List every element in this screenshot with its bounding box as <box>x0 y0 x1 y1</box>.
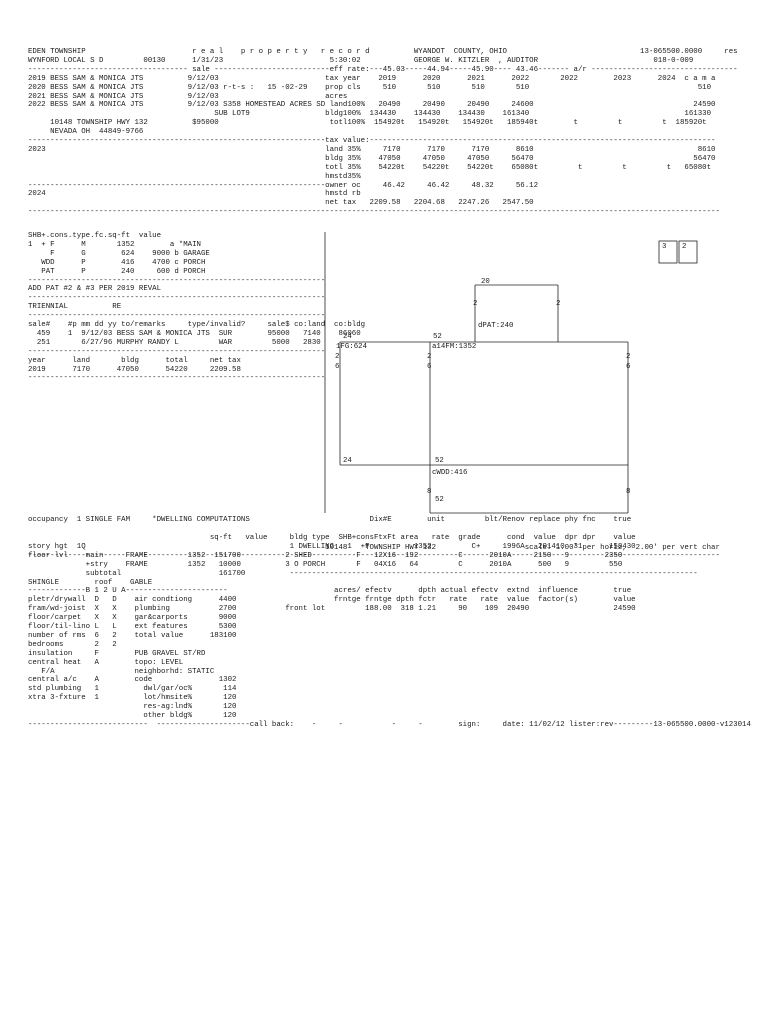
report-line: 251 6/27/96 MURPHY RANDY L WAR 5000 2830 <box>28 338 321 347</box>
report-line: 459 1 9/12/03 BESS SAM & MONICA JTS SUR … <box>28 329 361 338</box>
report-line: hmstd35% <box>28 172 361 181</box>
report-line: ADD PAT #2 & #3 PER 2019 REVAL <box>28 285 162 294</box>
report-line: 10148 TOWNSHIP HWY 132 scale: 1.00' per … <box>28 543 720 552</box>
report-line: TRIENNIAL RE <box>28 303 122 312</box>
report-line: 2024 hmstd rb <box>28 190 361 199</box>
report-line: central heat A topo: LEVEL <box>28 658 184 667</box>
sketch-bottom-width-b: 52 <box>435 457 444 465</box>
report-line: number of rms 6 2 total value 183100 <box>28 631 237 640</box>
report-line: 2022 BESS SAM & MONICA JTS 9/12/03 S358 … <box>28 101 716 110</box>
sketch-far-right-top: 2 <box>626 353 631 361</box>
report-line: ----------------------------------------… <box>28 552 720 561</box>
sketch-deck-width: 52 <box>435 496 444 504</box>
sketch-deck-height: 8 <box>427 488 432 496</box>
sketch-right-height-top: 2 <box>427 353 432 361</box>
report-line: ----------------------------------------… <box>28 137 716 145</box>
sketch-main-width: 24 <box>343 333 352 341</box>
report-line: occupancy 1 SINGLE FAM *DWELLING COMPUTA… <box>28 516 632 524</box>
report-line: 2021 BESS SAM & MONICA JTS 9/12/03 acres <box>28 92 348 101</box>
report-line: floor lvl main FRAME 1352 151700 2 SHED … <box>28 551 623 560</box>
report-line: ----------------------------------------… <box>28 181 539 190</box>
sketch-right-width: 52 <box>433 333 442 341</box>
sketch-right-label: a14FM:1352 <box>432 343 477 351</box>
report-line: ----------------------------------------… <box>28 276 326 285</box>
report-line: F G 624 9000 b GARAGE <box>28 249 210 258</box>
report-line: F/A neighborhd: STATIC <box>28 667 215 676</box>
report-line: -------------B 1 2 U A------------------… <box>28 587 632 596</box>
report-line: totl 35% 54220t 54220t 54220t 65080t t t… <box>28 163 712 172</box>
report-line: 1 + F M 1352 a *MAIN <box>28 240 201 249</box>
report-line: ----------------------------------------… <box>28 374 326 383</box>
report-line: SHB+.cons.type.fc.sq-ft value <box>28 232 162 240</box>
report-line: central a/c A code 1302 <box>28 676 237 685</box>
report-line: WYNFORD LOCAL S D 00130 1/31/23 5:30:02 … <box>28 56 694 65</box>
report-line: bldg 35% 47050 47050 47050 56470 56470 <box>28 154 716 163</box>
report-line: pletr/drywall D D air condtiong 4400 frn… <box>28 596 636 605</box>
report-line: xtra 3-fxture 1 lot/hmsite% 120 <box>28 694 237 703</box>
sketch-main-label: 1FG:624 <box>336 343 368 351</box>
report-line: net tax 2209.58 2204.68 2247.26 2547.50 <box>28 199 534 208</box>
report-line: ------------------------------------ sal… <box>28 65 738 74</box>
report-line: other bldg% 120 <box>28 712 237 720</box>
sketch-main-height: 6 <box>335 363 340 371</box>
report-line: res-ag:lnd% 120 <box>28 703 237 712</box>
report-line: +stry FRAME 1352 10000 3 O PORCH F 04X16… <box>28 560 623 569</box>
report-line: story hgt 1Q 1 DWELLING 1 +F 1352 C+ 199… <box>28 542 636 551</box>
report-line: insulation F PUB GRAVEL ST/RD <box>28 649 206 658</box>
report-line: floor/til-lino L L ext features 5300 <box>28 623 237 631</box>
sketch-right-height-left: 6 <box>427 363 432 371</box>
report-line: ----------------------------------------… <box>28 347 326 356</box>
report-line: SUB LOT9 bldg100% 134430 134430 134430 1… <box>28 110 712 119</box>
sketch-box-b: 2 <box>682 243 687 251</box>
sketch-top-height-r: 2 <box>556 300 561 308</box>
report-line: ----------------------------------------… <box>28 312 326 321</box>
sketch-box-a: 3 <box>662 243 667 251</box>
report-line: 10148 TOWNSHIP HWY 132 $95000 totl100% 1… <box>28 119 707 128</box>
report-line: PAT P 240 600 d PORCH <box>28 267 206 276</box>
sketch-deck-height-r: 8 <box>626 488 631 496</box>
report-line: sale# #p mm dd yy to/remarks type/invali… <box>28 321 366 329</box>
report-line: EDEN TOWNSHIP r e a l p r o p e r t y r … <box>28 48 738 56</box>
report-line: NEVADA OH 44849-9766 <box>28 128 144 137</box>
report-line: ----------------------------------------… <box>28 208 720 217</box>
sketch-bottom-width-a: 24 <box>343 457 352 465</box>
sketch-deck-label: cWDD:416 <box>432 469 468 477</box>
report-line: sq-ft value bldg type SHB+consFtxFt area… <box>28 534 636 542</box>
report-line: 2023 land 35% 7170 7170 7170 8610 8610 <box>28 145 716 154</box>
report-line: subtotal 161700 ------------------------… <box>28 569 698 578</box>
report-line: floor/carpet X X gar&carports 9000 <box>28 614 237 623</box>
report-line: 2020 BESS SAM & MONICA JTS 9/12/03 r-t-s… <box>28 83 712 92</box>
report-line: bedrooms 2 2 <box>28 640 117 649</box>
report-line: std plumbing 1 dwl/gar/oc% 114 <box>28 685 237 694</box>
report-line: fram/wd-joist X X plumbing 2700 front lo… <box>28 605 636 614</box>
report-line: year land bldg total net tax <box>28 356 241 365</box>
sketch-left-height: 2 <box>335 353 340 361</box>
sketch-top-width: 20 <box>481 278 490 286</box>
report-line: --------------------------- ------------… <box>28 720 751 729</box>
sketch-patio-label: dPAT:240 <box>478 322 514 330</box>
report-line: 2019 BESS SAM & MONICA JTS 9/12/03 tax y… <box>28 74 716 83</box>
report-line: SHINGLE roof GABLE <box>28 578 153 587</box>
report-line: ----------------------------------------… <box>28 294 326 303</box>
sketch-far-right-mid: 6 <box>626 363 631 371</box>
report-line: 2019 7170 47050 54220 2209.58 <box>28 365 241 374</box>
sketch-top-height: 2 <box>473 300 478 308</box>
report-line: WDD P 416 4700 c PORCH <box>28 258 206 267</box>
